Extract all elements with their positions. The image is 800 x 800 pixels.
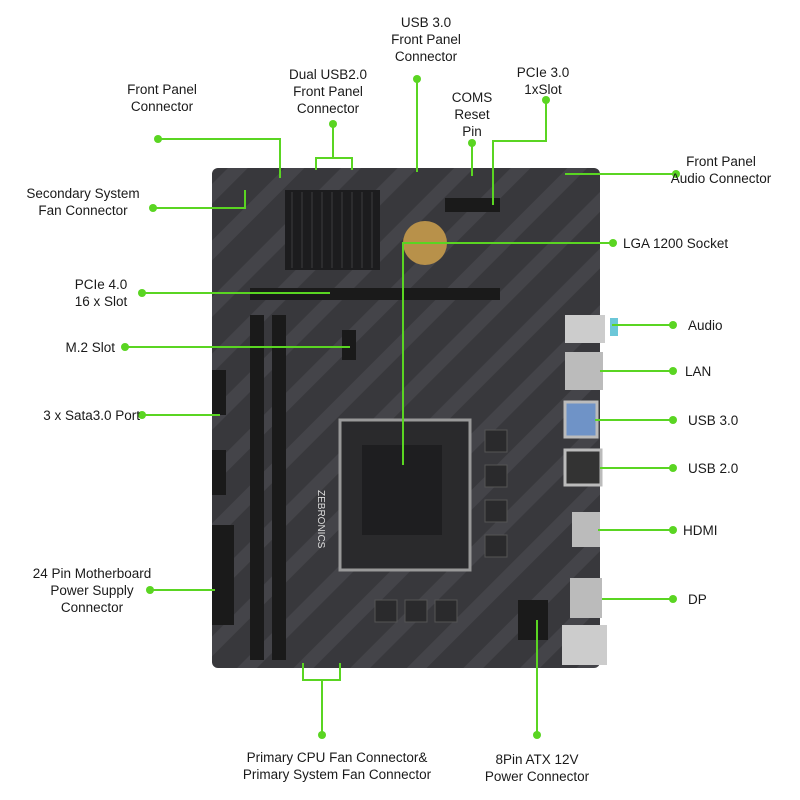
leader-front-panel — [158, 138, 281, 178]
label-hdmi: HDMI — [683, 523, 718, 538]
hdmi-port — [572, 512, 600, 547]
label-lga1200: LGA 1200 Socket — [623, 236, 729, 251]
audio-jack — [565, 315, 605, 343]
pcie4-slot — [250, 288, 500, 300]
sata-port-1 — [212, 370, 226, 415]
label-sata: 3 x Sata3.0 Port — [43, 408, 140, 423]
leader-lines — [125, 79, 676, 735]
usb3-port — [563, 400, 599, 439]
label-cpu-fan: Primary CPU Fan Connector&Primary System… — [242, 750, 432, 782]
pcie3-slot — [445, 198, 500, 212]
leader-dots — [121, 75, 680, 739]
leader-pcie3 — [492, 100, 547, 205]
dp-port — [570, 578, 602, 618]
leader-secondary-fan — [153, 190, 246, 209]
atx24-connector — [212, 525, 234, 625]
label-usb30: USB 3.0 — [688, 413, 739, 428]
usb2-port — [563, 448, 603, 487]
leader-lga — [402, 242, 613, 465]
brand-logo: ZEBRONICS — [315, 490, 326, 549]
lan-port — [565, 352, 603, 390]
sata-port-2 — [212, 450, 226, 495]
label-usb20: USB 2.0 — [688, 461, 739, 476]
dimm-slot-1 — [250, 315, 264, 660]
label-dp: DP — [688, 592, 707, 607]
vga-port — [562, 625, 607, 665]
label-m2: M.2 Slot — [65, 340, 115, 355]
atx8-connector — [518, 600, 548, 640]
leader-cpu-fan-fork — [302, 663, 341, 681]
dimm-slot-2 — [272, 315, 286, 660]
m2-slot — [342, 330, 356, 360]
leader-dual-usb2-fork — [315, 157, 353, 170]
label-lan: LAN — [685, 364, 712, 379]
label-audio: Audio — [688, 318, 723, 333]
